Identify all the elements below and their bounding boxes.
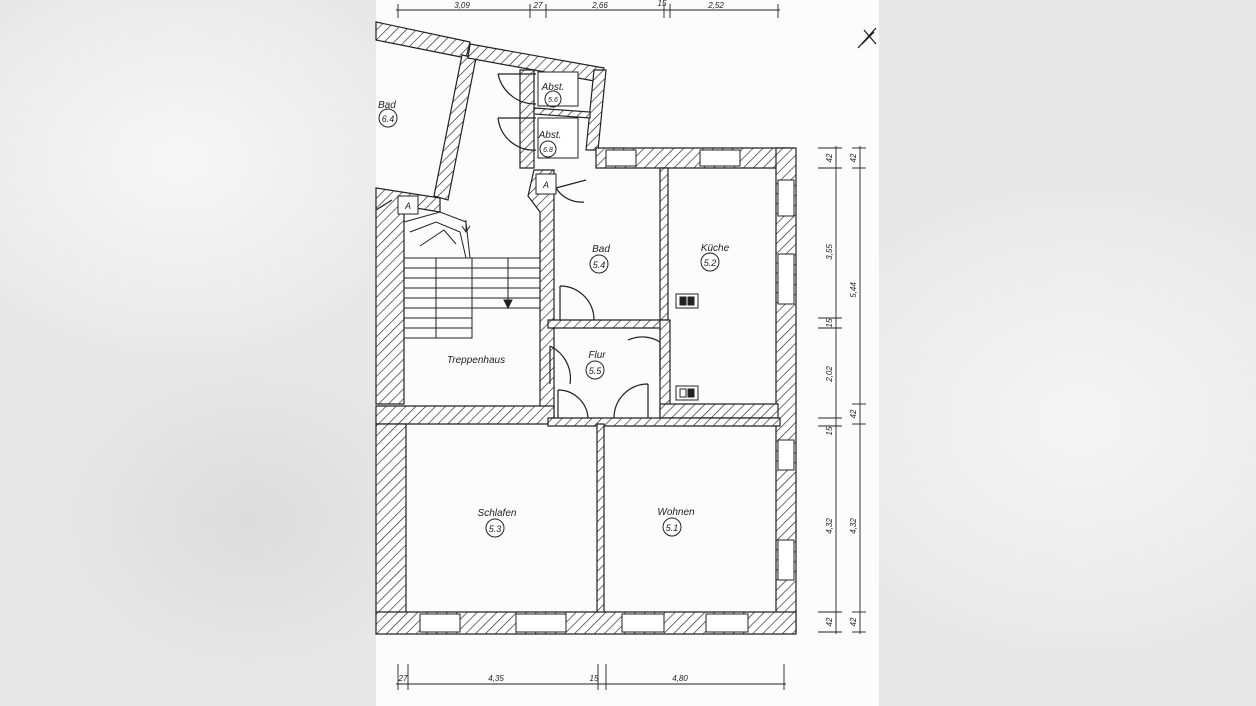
dim-right-inner-7: 42 [825,617,834,626]
dim-right-outer-4: 4,32 [849,518,858,534]
dim-top-1: 3,09 [454,1,470,10]
wall-schlafen-wohnen [596,423,605,615]
dim-right-inner-2: 3,55 [825,244,834,260]
dim-top-2: 27 [533,1,543,10]
dim-right-inner-4: 2,02 [825,366,834,383]
dim-right-inner-6: 4,32 [825,518,834,534]
room-number-schlafen: 5.3 [489,524,502,534]
wall-bad-flur [547,319,669,329]
dim-bottom-2: 4,35 [488,674,504,683]
wall-bad-upper-right [433,54,477,201]
room-name-treppenhaus: Treppenhaus [447,355,505,366]
room-number-kueche: 5.2 [704,258,717,268]
dim-top-3: 2,66 [591,1,608,10]
dim-bottom-4: 4,80 [672,674,688,683]
wall-kueche-bottom [659,403,779,419]
dim-top-4: 15 [658,0,667,8]
wall-abst-divider [533,107,591,119]
room-number-flur: 5.5 [589,366,603,376]
wall-bad-upper-top [375,21,471,59]
wall-bottom [375,611,797,635]
wall-middle [375,405,555,425]
dim-right-inner-5: 15 [825,426,834,435]
staircase [403,211,540,339]
room-name-abst-2: Abst. [538,130,562,141]
room-name-schlafen: Schlafen [478,508,517,519]
dim-right-outer-2: 5,44 [849,282,858,298]
room-number-bad-upper: 6.4 [382,114,395,124]
dim-right-inner-3: 15 [825,318,834,327]
marker-a-2: A [542,180,549,190]
dim-bottom-3: 15 [590,674,599,683]
room-number-abst-2: 6.8 [543,147,553,154]
wall-abst-top [467,43,605,83]
room-name-flur: Flur [588,350,606,361]
wall-abst-right [585,69,607,151]
wall-left-lower [375,423,407,615]
wall-kueche-flur [659,319,671,417]
dim-right-outer-1: 42 [849,153,858,162]
shafts [675,293,699,401]
wall-bad-kueche [659,167,669,323]
room-name-abst-1: Abst. [541,82,565,93]
dimension-lines [396,4,866,690]
windows [419,149,795,633]
a-markers [397,71,579,215]
doors [375,73,661,419]
north-arrow-icon [857,27,877,49]
dim-top-5: 2,52 [707,1,724,10]
room-number-abst-1: 5.6 [548,97,558,104]
marker-a-3: A [380,374,387,384]
room-number-wohnen: 5.1 [666,523,679,533]
wall-middle-right [547,417,781,427]
dims-right-outer: 42 5,44 42 4,32 42 [849,153,858,626]
wall-abst-left [519,69,535,169]
room-name-bad: Bad [592,244,610,255]
room-circles [378,90,720,538]
dims-right-inner: 42 3,55 15 2,02 15 4,32 42 [825,153,834,626]
room-name-bad-upper: Bad [378,100,396,111]
dim-right-outer-3: 42 [849,409,858,418]
marker-a-1: A [404,201,411,211]
dim-right-inner-1: 42 [825,153,834,162]
dim-bottom-1: 27 [398,674,408,683]
room-name-wohnen: Wohnen [657,507,695,518]
room-name-kueche: Küche [701,243,730,254]
dim-right-outer-5: 42 [849,617,858,626]
room-number-bad: 5.4 [593,260,606,270]
